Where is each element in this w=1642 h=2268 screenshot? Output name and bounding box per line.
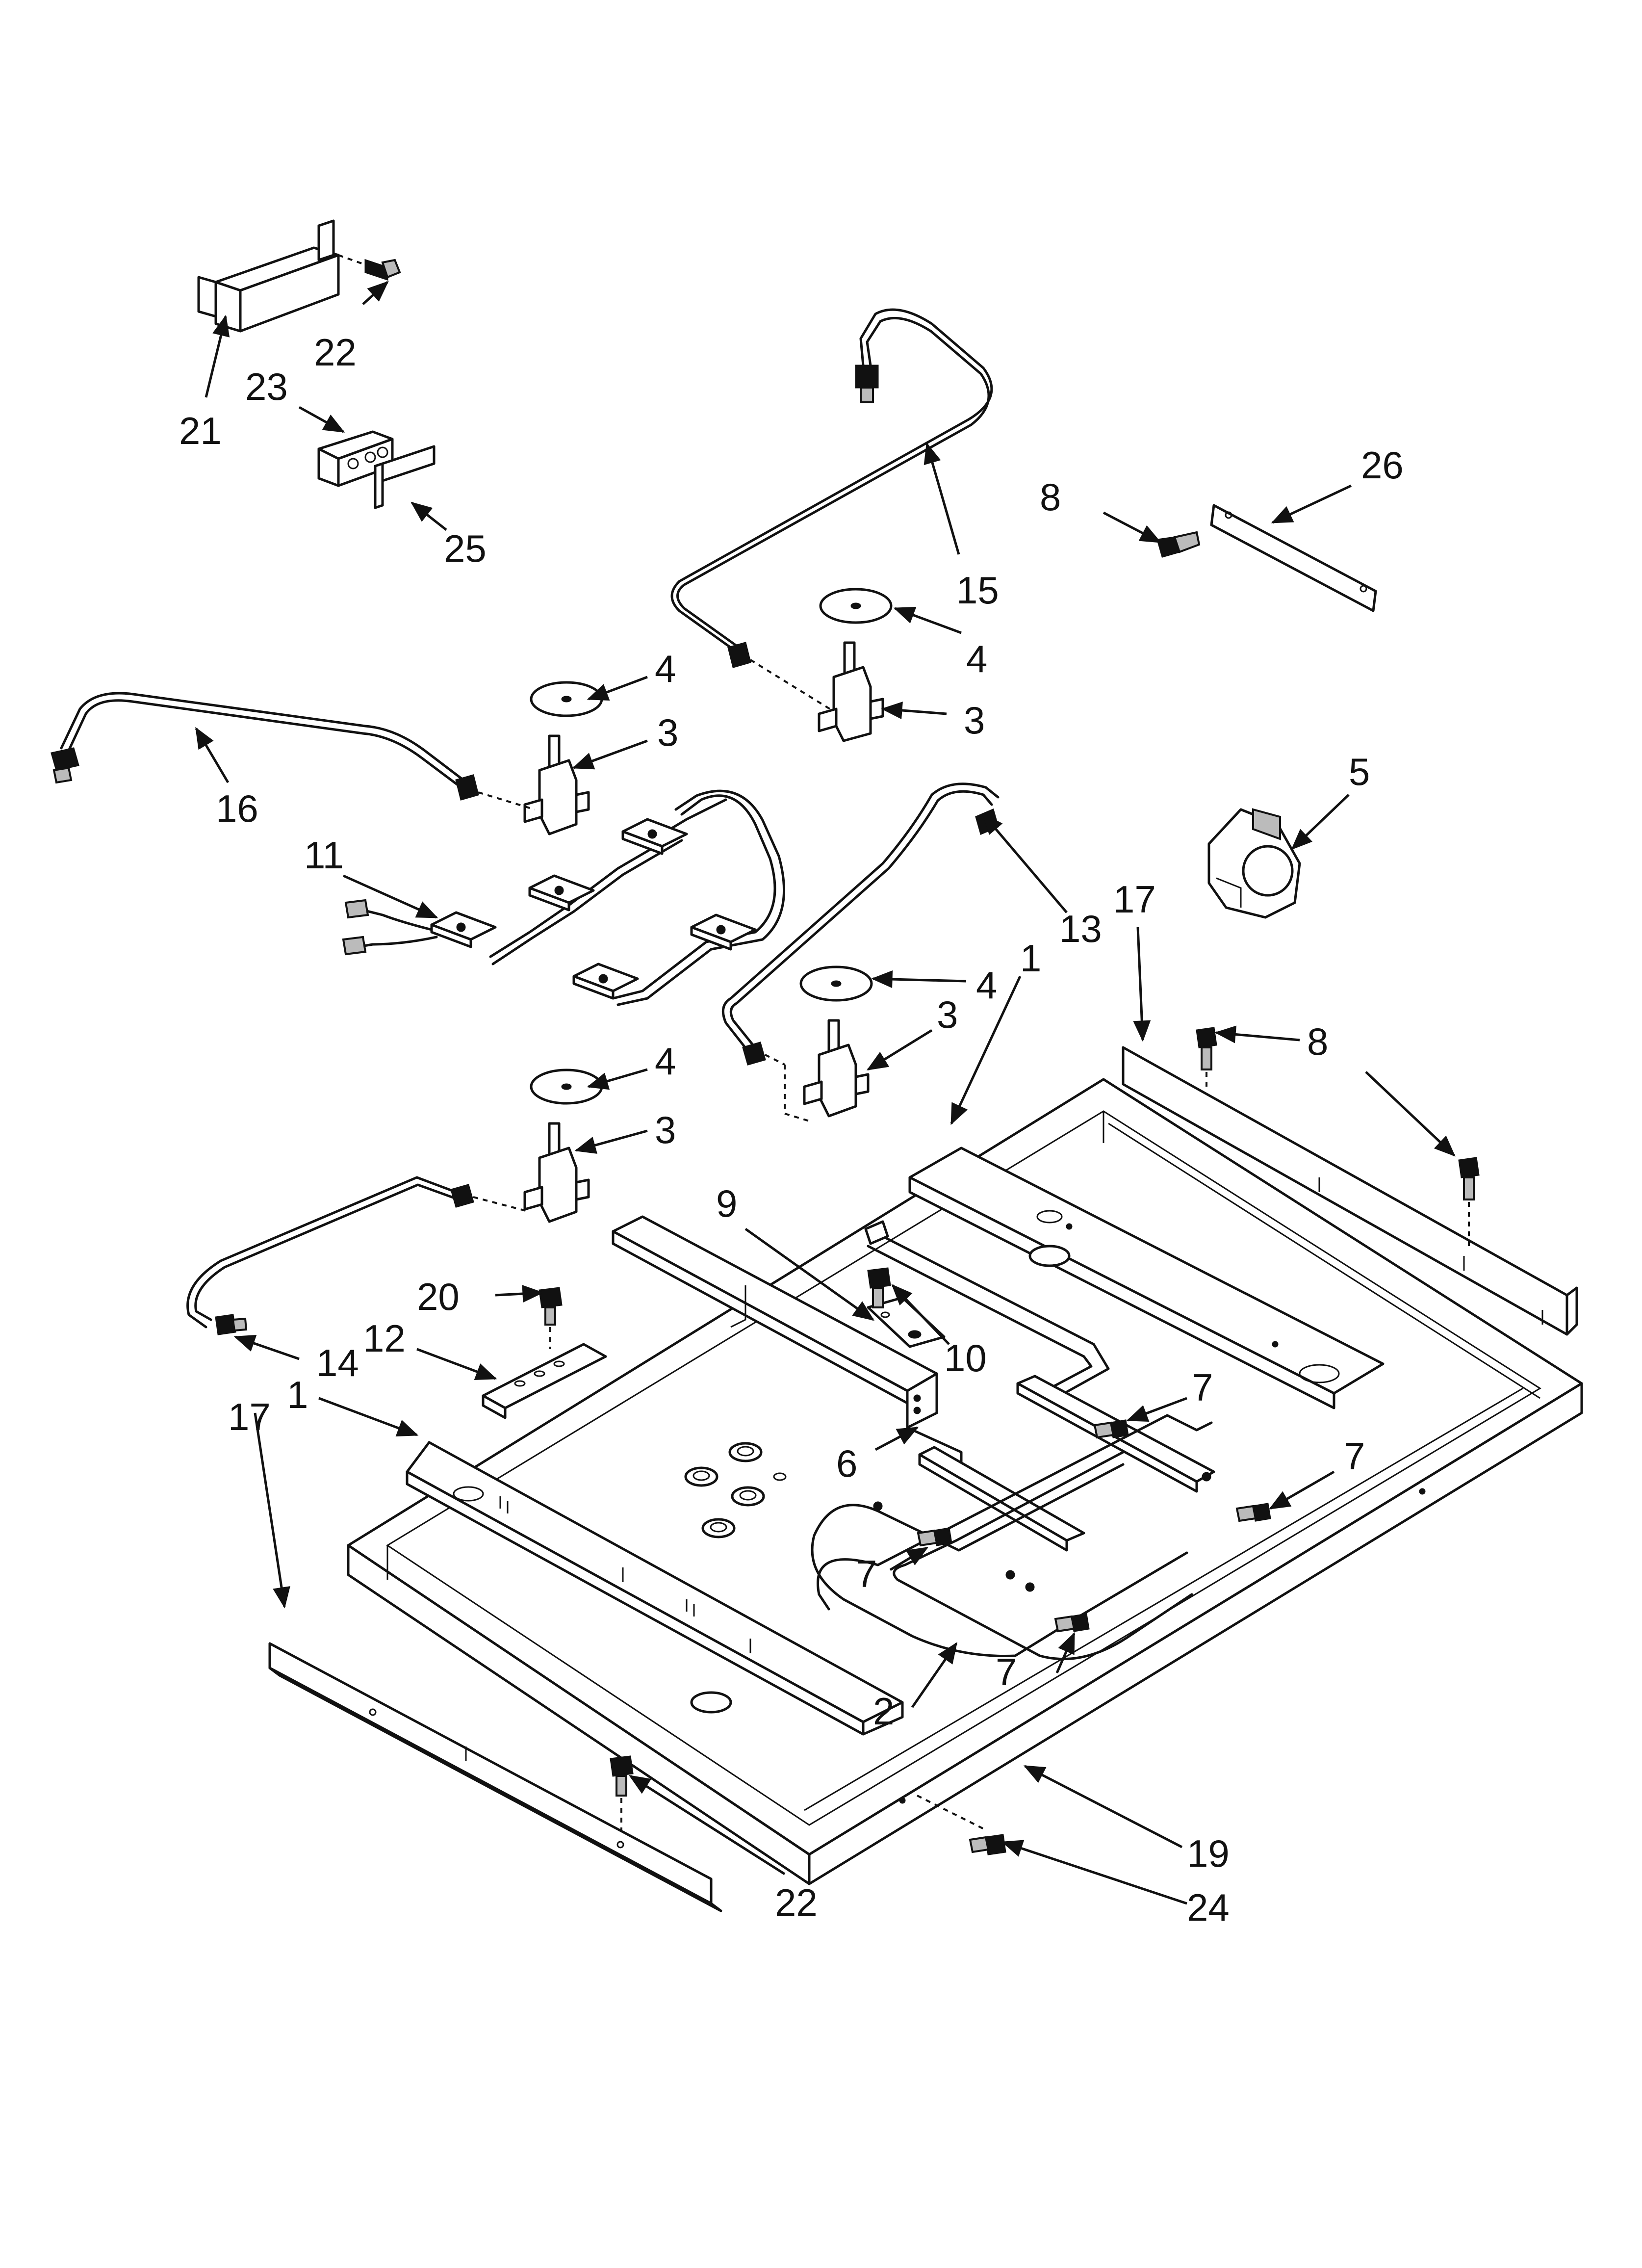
part-7-screw-c	[917, 1527, 952, 1547]
part-11-igniter-harness	[342, 789, 785, 1006]
callout-25: 25	[444, 527, 487, 570]
part-3-valve-c	[803, 1019, 870, 1118]
part-7-screw-b	[1235, 1503, 1271, 1522]
callout-23: 23	[245, 365, 288, 408]
callout-7-d: 7	[996, 1650, 1017, 1694]
callout-16: 16	[216, 787, 258, 830]
callout-8-mid: 8	[1307, 1020, 1328, 1063]
part-14-gas-tube	[186, 1176, 530, 1335]
part-8-screw-right	[1458, 1157, 1480, 1246]
leader-lines	[195, 281, 1456, 1905]
callout-3-d: 3	[655, 1108, 676, 1151]
callout-15: 15	[956, 569, 999, 612]
part-17-side-rail-right	[1122, 1046, 1578, 1336]
part-21-junction-box	[197, 219, 373, 333]
callout-4-a: 4	[966, 637, 987, 680]
part-1-burner-bar-left	[406, 1441, 904, 1736]
callout-17-top: 17	[1113, 878, 1156, 921]
callout-4-c: 4	[976, 964, 997, 1007]
callout-14: 14	[316, 1341, 359, 1384]
callout-7-a: 7	[1192, 1366, 1213, 1409]
part-20-screw	[539, 1287, 563, 1349]
callout-10: 10	[944, 1336, 987, 1380]
part-8-screw-mid	[1196, 1027, 1217, 1092]
part-12-bracket	[482, 1343, 607, 1419]
part-24-screw	[969, 1834, 1006, 1855]
part-6-burner-frame	[864, 1220, 1110, 1468]
callout-2: 2	[873, 1690, 894, 1733]
callout-8-top: 8	[1040, 475, 1061, 519]
callout-19: 19	[1187, 1832, 1230, 1875]
callout-24: 24	[1187, 1886, 1230, 1929]
part-screw-9	[867, 1267, 891, 1308]
callout-4-d: 4	[655, 1040, 676, 1083]
part-16-gas-tube	[51, 692, 535, 810]
part-26-bracket-strip	[1210, 504, 1377, 612]
part-4-seal-c	[799, 965, 873, 1002]
callout-11: 11	[304, 834, 344, 877]
callout-3-a: 3	[964, 699, 985, 742]
callout-1-top: 1	[1020, 937, 1041, 980]
part-7-screw-d	[1054, 1613, 1090, 1633]
callout-labels: 21 22 23 25 15 8 26 4 3 4 3 16 5 11 13 1…	[179, 331, 1404, 1929]
part-4-seal-a	[819, 588, 893, 624]
callout-4-b: 4	[655, 647, 676, 690]
part-25-bracket	[374, 445, 436, 509]
callout-26: 26	[1361, 443, 1404, 487]
part-22-screw-top	[364, 259, 401, 281]
callout-17-bottom: 17	[228, 1395, 271, 1438]
callout-22-top: 22	[314, 331, 357, 374]
part-23-terminal-block	[317, 430, 394, 487]
part-3-valve-b	[523, 734, 590, 835]
callout-22-bottom: 22	[775, 1881, 818, 1924]
part-7-screw-a	[1093, 1419, 1129, 1439]
callout-13: 13	[1059, 907, 1102, 950]
part-1-burner-bar-right	[908, 1147, 1385, 1409]
callout-3-b: 3	[657, 711, 678, 754]
callout-20: 20	[417, 1275, 460, 1318]
part-3-valve-a	[818, 641, 884, 742]
part-8-screw-top	[1156, 531, 1201, 558]
part-5-regulator	[1207, 808, 1301, 919]
part-13-gas-tube	[721, 782, 1000, 1122]
part-3-valve-d	[523, 1122, 590, 1223]
part-22-screw-bottom	[610, 1755, 634, 1830]
callout-1-bottom: 1	[287, 1373, 308, 1416]
callout-6: 6	[836, 1442, 857, 1485]
part-10-clamp	[867, 1296, 946, 1348]
callout-12: 12	[363, 1317, 406, 1360]
callout-7-c: 7	[856, 1552, 877, 1595]
callout-21: 21	[179, 409, 222, 452]
burner-ports	[684, 1245, 1071, 1714]
callout-3-c: 3	[937, 993, 958, 1036]
part-17-side-rail-left	[268, 1642, 722, 1912]
callout-7-b: 7	[1344, 1434, 1365, 1478]
part-15-gas-tube	[670, 308, 993, 712]
callout-5: 5	[1349, 750, 1370, 793]
callout-9: 9	[716, 1182, 737, 1225]
part-9-crossbar	[612, 1215, 938, 1429]
